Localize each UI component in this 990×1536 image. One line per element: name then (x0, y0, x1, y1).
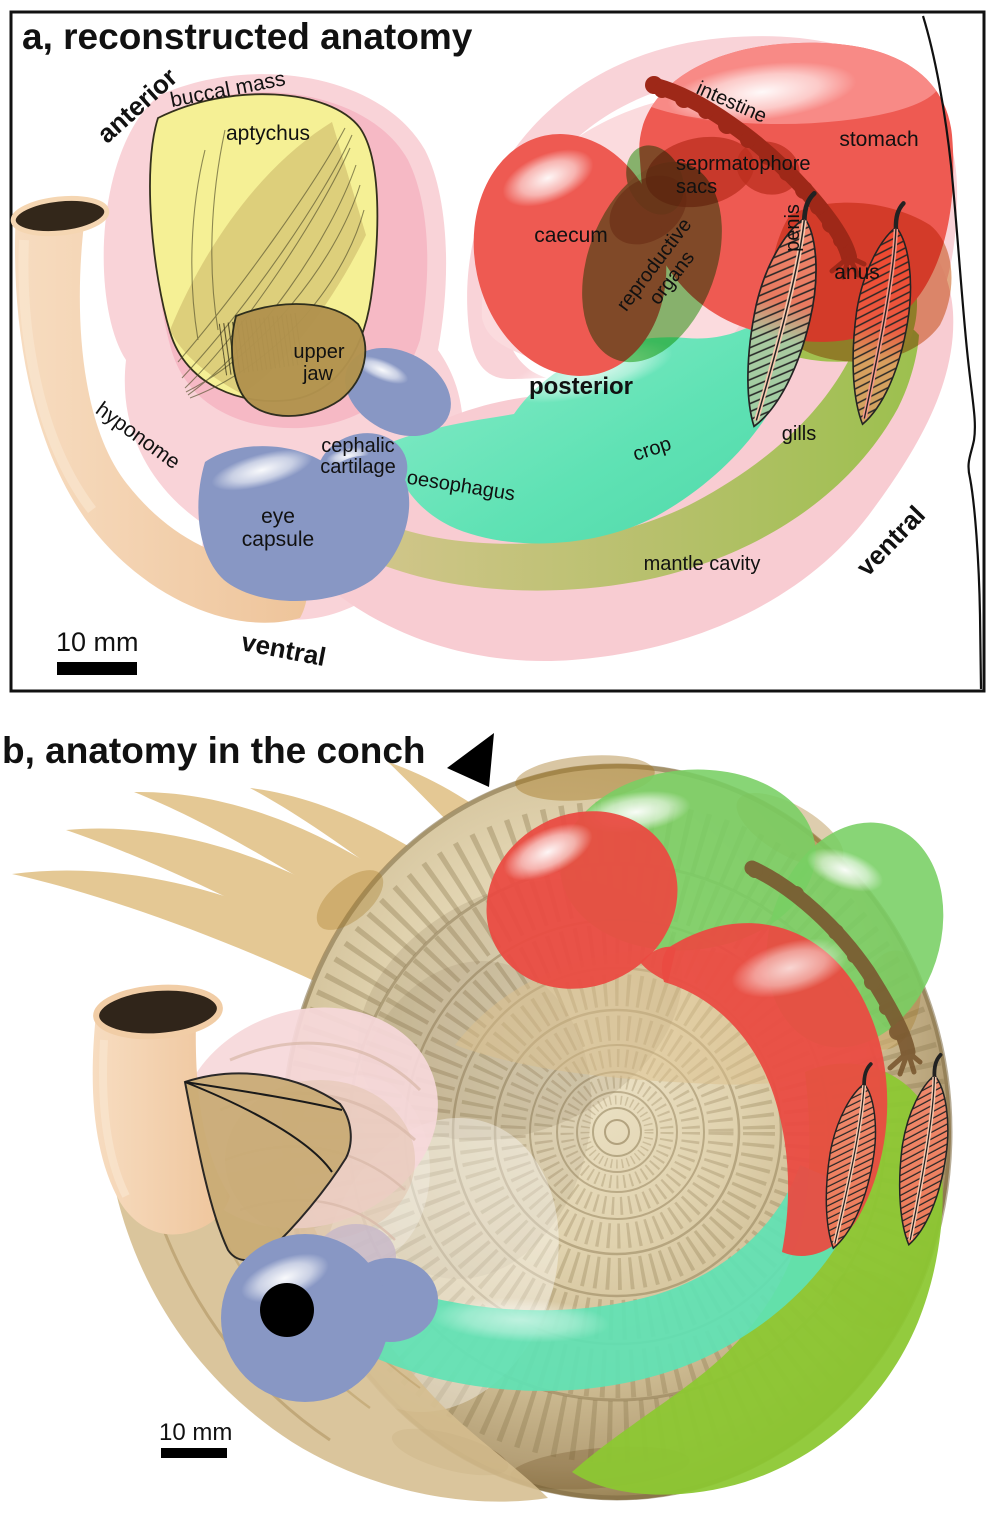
eye-capsule-label-line2: capsule (242, 528, 314, 551)
gill-left-b-shape (814, 1062, 886, 1253)
scale-bar-a: 10 mm (56, 627, 139, 675)
scale-bar-b: 10 mm (159, 1419, 232, 1458)
cephalic-cartilage-label-line1: cephalic (321, 435, 394, 457)
anus-label: anus (834, 261, 880, 284)
scale-bar-a-bar (57, 662, 137, 675)
hyponome-shape (10, 195, 308, 623)
hyponome-b-shape (92, 984, 231, 1235)
conch-edge-line (921, 15, 983, 690)
venter-arrow-icon (447, 733, 494, 787)
panel-b-title: b, anatomy in the conch (2, 730, 426, 771)
upper-jaw-label-line1: upper (293, 341, 344, 363)
cephalic-cartilage-label-line2: cartilage (320, 456, 396, 478)
buccal-mass-shape (149, 93, 379, 417)
intestine-shape (645, 76, 867, 280)
eye-capsule-shape (198, 446, 410, 601)
spermatophore-sacs-shape (609, 136, 800, 245)
stomach-label: stomach (839, 128, 918, 151)
gill-left-shape (730, 191, 832, 435)
aptychus-label: aptychus (226, 122, 310, 145)
panel-b: b, anatomy in the conch 10 mm (2, 730, 957, 1502)
gill-right-b-shape (889, 1052, 957, 1249)
spermatophore-sacs-label-line1: seprmatophore (676, 153, 811, 175)
scale-bar-b-bar (161, 1448, 227, 1458)
eye-capsule-b-shape (221, 1224, 438, 1402)
panel-a-title: a, reconstructed anatomy (22, 16, 473, 57)
intestine-b-shape (744, 860, 923, 1077)
crop-b-shape (353, 1165, 862, 1391)
penis-label: penis (782, 204, 804, 252)
panel-a: a, reconstructed anatomy anterior buccal… (9, 10, 986, 693)
eye-pupil-shape (260, 1283, 314, 1337)
posterior-label: posterior (529, 373, 633, 400)
spermatophore-sacs-label-line2: sacs (676, 176, 717, 198)
upper-jaw-label-line2: jaw (302, 363, 334, 385)
jaw-cone-b-shape (183, 1072, 352, 1261)
upper-jaw-shape (231, 303, 367, 417)
scale-bar-a-label: 10 mm (56, 627, 139, 657)
scale-bar-b-label: 10 mm (159, 1419, 232, 1446)
eye-capsule-label-line1: eye (261, 505, 295, 528)
mantle-cavity-label: mantle cavity (644, 553, 761, 575)
gills-label: gills (782, 423, 816, 445)
caecum-label: caecum (534, 224, 608, 247)
gill-right-shape (840, 201, 922, 430)
